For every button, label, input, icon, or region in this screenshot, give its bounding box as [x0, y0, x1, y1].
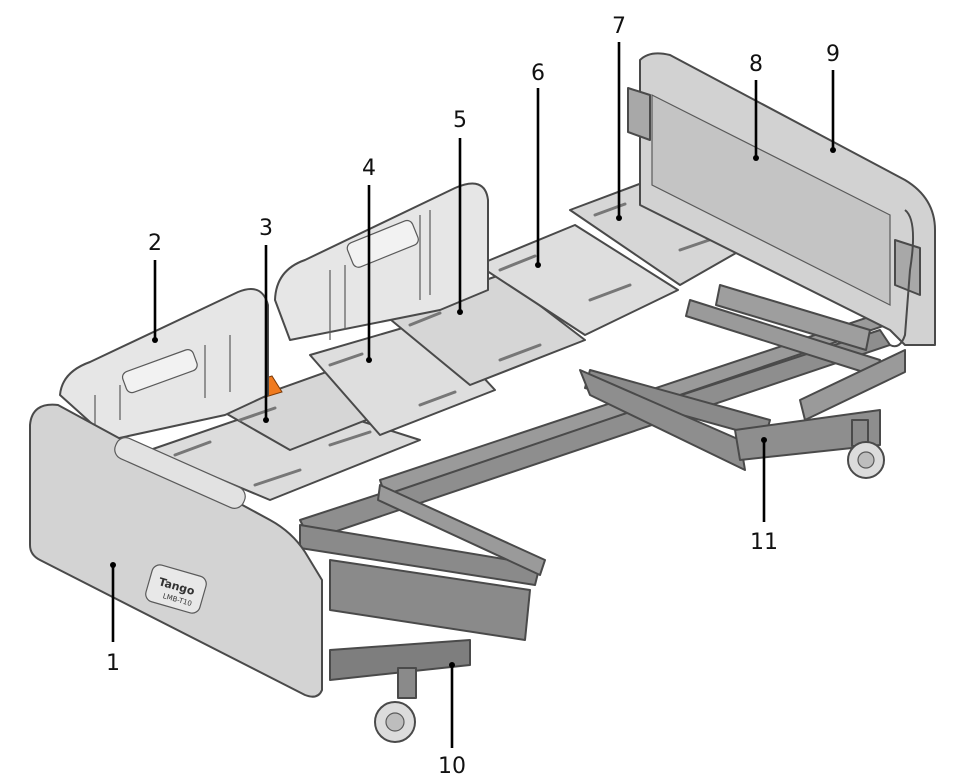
callout-label-4: 4 — [362, 156, 376, 181]
leader-dot-3 — [263, 417, 269, 423]
leader-dot-4 — [366, 357, 372, 363]
side-rail-foot — [59, 288, 269, 441]
casters — [374, 419, 885, 743]
callout-label-3: 3 — [259, 216, 273, 241]
foot-support-lower — [329, 639, 471, 681]
leader-dot-6 — [535, 262, 541, 268]
leader-dot-10 — [449, 662, 455, 668]
caster-foot — [374, 667, 417, 743]
foot-support — [329, 559, 531, 641]
callout-label-10: 10 — [438, 754, 466, 779]
platform-slots — [173, 202, 717, 487]
platform-section-5 — [477, 224, 679, 336]
head-lower-beam — [734, 409, 881, 461]
callout-label-7: 7 — [612, 14, 626, 39]
footboard: Tango LMB-T10 — [29, 403, 323, 698]
frame-cross-2 — [377, 484, 546, 576]
callout-label-8: 8 — [749, 52, 763, 77]
base-frame — [299, 284, 906, 681]
headboard-panel — [651, 94, 891, 306]
footboard-handle — [114, 437, 246, 509]
callout-label-2: 2 — [148, 231, 162, 256]
side-rail-head — [274, 182, 489, 341]
leader-dot-11 — [761, 437, 767, 443]
head-bracket — [799, 349, 906, 421]
lift-arm-head-2 — [715, 284, 871, 351]
callout-label-6: 6 — [531, 61, 545, 86]
callouts: 1 2 3 4 5 6 7 8 9 10 — [106, 14, 840, 779]
leader-dot-5 — [457, 309, 463, 315]
headboard — [627, 52, 936, 348]
leader-dot-8 — [753, 155, 759, 161]
leader-dot-1 — [110, 562, 116, 568]
frame-cross-1 — [299, 524, 541, 586]
caster-head — [847, 419, 885, 479]
callout-label-1: 1 — [106, 651, 120, 676]
leader-dot-9 — [830, 147, 836, 153]
leader-dot-7 — [616, 215, 622, 221]
callout-label-11: 11 — [750, 530, 778, 555]
callout-label-9: 9 — [826, 42, 840, 67]
leader-dot-2 — [152, 337, 158, 343]
callout-label-5: 5 — [453, 108, 467, 133]
lift-arm-head — [579, 369, 746, 471]
mattress-platform — [149, 179, 751, 501]
footboard-badge — [145, 564, 207, 614]
